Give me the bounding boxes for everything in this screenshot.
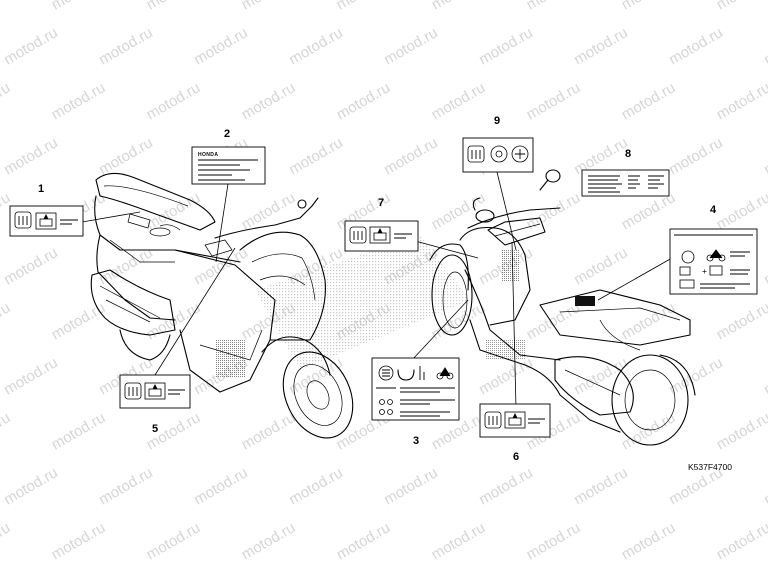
watermark-text: motod.ru	[0, 79, 13, 123]
watermark-text: motod.ru	[144, 79, 204, 123]
watermark-text: motod.ru	[191, 24, 251, 68]
watermark-text: motod.ru	[476, 464, 536, 508]
callout-7: 7	[378, 197, 384, 209]
watermark-text: motod.ru	[239, 189, 299, 233]
label-4[interactable]: +	[669, 228, 758, 295]
watermark-text: motod.ru	[381, 464, 441, 508]
callout-2: 2	[224, 128, 230, 140]
watermark-text: motod.ru	[714, 409, 768, 453]
label-brand: HONDA	[198, 152, 218, 158]
watermark-text: motod.ru	[239, 0, 299, 13]
watermark-text: motod.ru	[96, 244, 156, 288]
watermark-text: motod.ru	[334, 519, 394, 563]
watermark-text: motod.ru	[429, 79, 489, 123]
watermark-text: motod.ru	[239, 79, 299, 123]
watermark-text: motod.ru	[144, 519, 204, 563]
label-7[interactable]	[344, 220, 419, 252]
label-8[interactable]	[581, 169, 670, 197]
watermark-text: motod.ru	[714, 0, 768, 13]
watermark-text: motod.ru	[0, 519, 13, 563]
watermark-text: motod.ru	[1, 134, 61, 178]
callout-3: 3	[413, 435, 419, 447]
label-5[interactable]	[119, 374, 191, 409]
watermark-text: motod.ru	[524, 519, 584, 563]
watermark-text: motod.ru	[429, 0, 489, 13]
watermark-text: motod.ru	[429, 519, 489, 563]
watermark-text: motod.ru	[96, 134, 156, 178]
watermark-text: motod.ru	[381, 134, 441, 178]
watermark-text: motod.ru	[619, 79, 679, 123]
watermark-text: motod.ru	[1, 24, 61, 68]
watermark-text: motod.ru	[761, 24, 768, 68]
label-6[interactable]	[479, 403, 551, 438]
watermark-text: motod.ru	[714, 299, 768, 343]
label-9[interactable]	[462, 137, 534, 173]
watermark-text: motod.ru	[761, 464, 768, 508]
watermark-text: motod.ru	[381, 24, 441, 68]
watermark-text: motod.ru	[239, 519, 299, 563]
watermark-text: motod.ru	[476, 354, 536, 398]
label-3[interactable]	[371, 357, 460, 421]
callout-4: 4	[710, 204, 717, 216]
watermark-text: motod.ru	[666, 24, 726, 68]
watermark-text: motod.ru	[1, 244, 61, 288]
watermark-text: motod.ru	[0, 299, 13, 343]
callout-5: 5	[152, 423, 158, 435]
watermark-text: motod.ru	[476, 24, 536, 68]
watermark-text: motod.ru	[49, 519, 109, 563]
watermark-text: motod.ru	[761, 244, 768, 288]
label-1[interactable]	[9, 205, 84, 237]
label-2[interactable]: HONDA	[191, 146, 266, 185]
watermark-text: motod.ru	[286, 464, 346, 508]
callout-1: 1	[38, 183, 44, 195]
watermark-text: motod.ru	[714, 189, 768, 233]
callout-9: 9	[494, 115, 500, 127]
watermark-text: motod.ru	[1, 464, 61, 508]
watermark-text: motod.ru	[96, 24, 156, 68]
callout-6: 6	[513, 451, 519, 463]
watermark-text: motod.ru	[619, 0, 679, 13]
watermark-text: motod.ru	[239, 409, 299, 453]
watermark-text: motod.ru	[619, 409, 679, 453]
watermark-text: motod.ru	[524, 79, 584, 123]
watermark-text: motod.ru	[1, 354, 61, 398]
watermark-text: motod.ru	[191, 244, 251, 288]
watermark-text: motod.ru	[571, 244, 631, 288]
watermark-text: motod.ru	[714, 519, 768, 563]
watermark-text: motod.ru	[286, 24, 346, 68]
watermark-text: motod.ru	[144, 0, 204, 13]
watermark-text: motod.ru	[761, 354, 768, 398]
watermark-text: motod.ru	[191, 464, 251, 508]
watermark-text: motod.ru	[619, 519, 679, 563]
watermark-text: motod.ru	[49, 79, 109, 123]
watermark-text: motod.ru	[144, 189, 204, 233]
watermark-text: motod.ru	[49, 0, 109, 13]
watermark-text: motod.ru	[761, 134, 768, 178]
watermark-text: motod.ru	[619, 299, 679, 343]
background-shading	[255, 235, 470, 370]
callout-8: 8	[625, 148, 631, 160]
watermark-text: motod.ru	[714, 79, 768, 123]
watermark-text: motod.ru	[571, 24, 631, 68]
diagram-code: K537F4700	[688, 462, 732, 472]
watermark-text: motod.ru	[334, 79, 394, 123]
watermark-text: motod.ru	[524, 189, 584, 233]
watermark-text: motod.ru	[0, 0, 13, 13]
watermark-text: motod.ru	[334, 0, 394, 13]
watermark-text: motod.ru	[96, 464, 156, 508]
watermark-text: motod.ru	[666, 134, 726, 178]
watermark-text: motod.ru	[0, 409, 13, 453]
svg-text:+: +	[702, 266, 707, 276]
watermark-text: motod.ru	[286, 134, 346, 178]
watermark-text: motod.ru	[524, 0, 584, 13]
scooter-left-illustration	[90, 172, 354, 439]
watermark-text: motod.ru	[49, 299, 109, 343]
watermark-text: motod.ru	[49, 409, 109, 453]
watermark-text: motod.ru	[571, 464, 631, 508]
